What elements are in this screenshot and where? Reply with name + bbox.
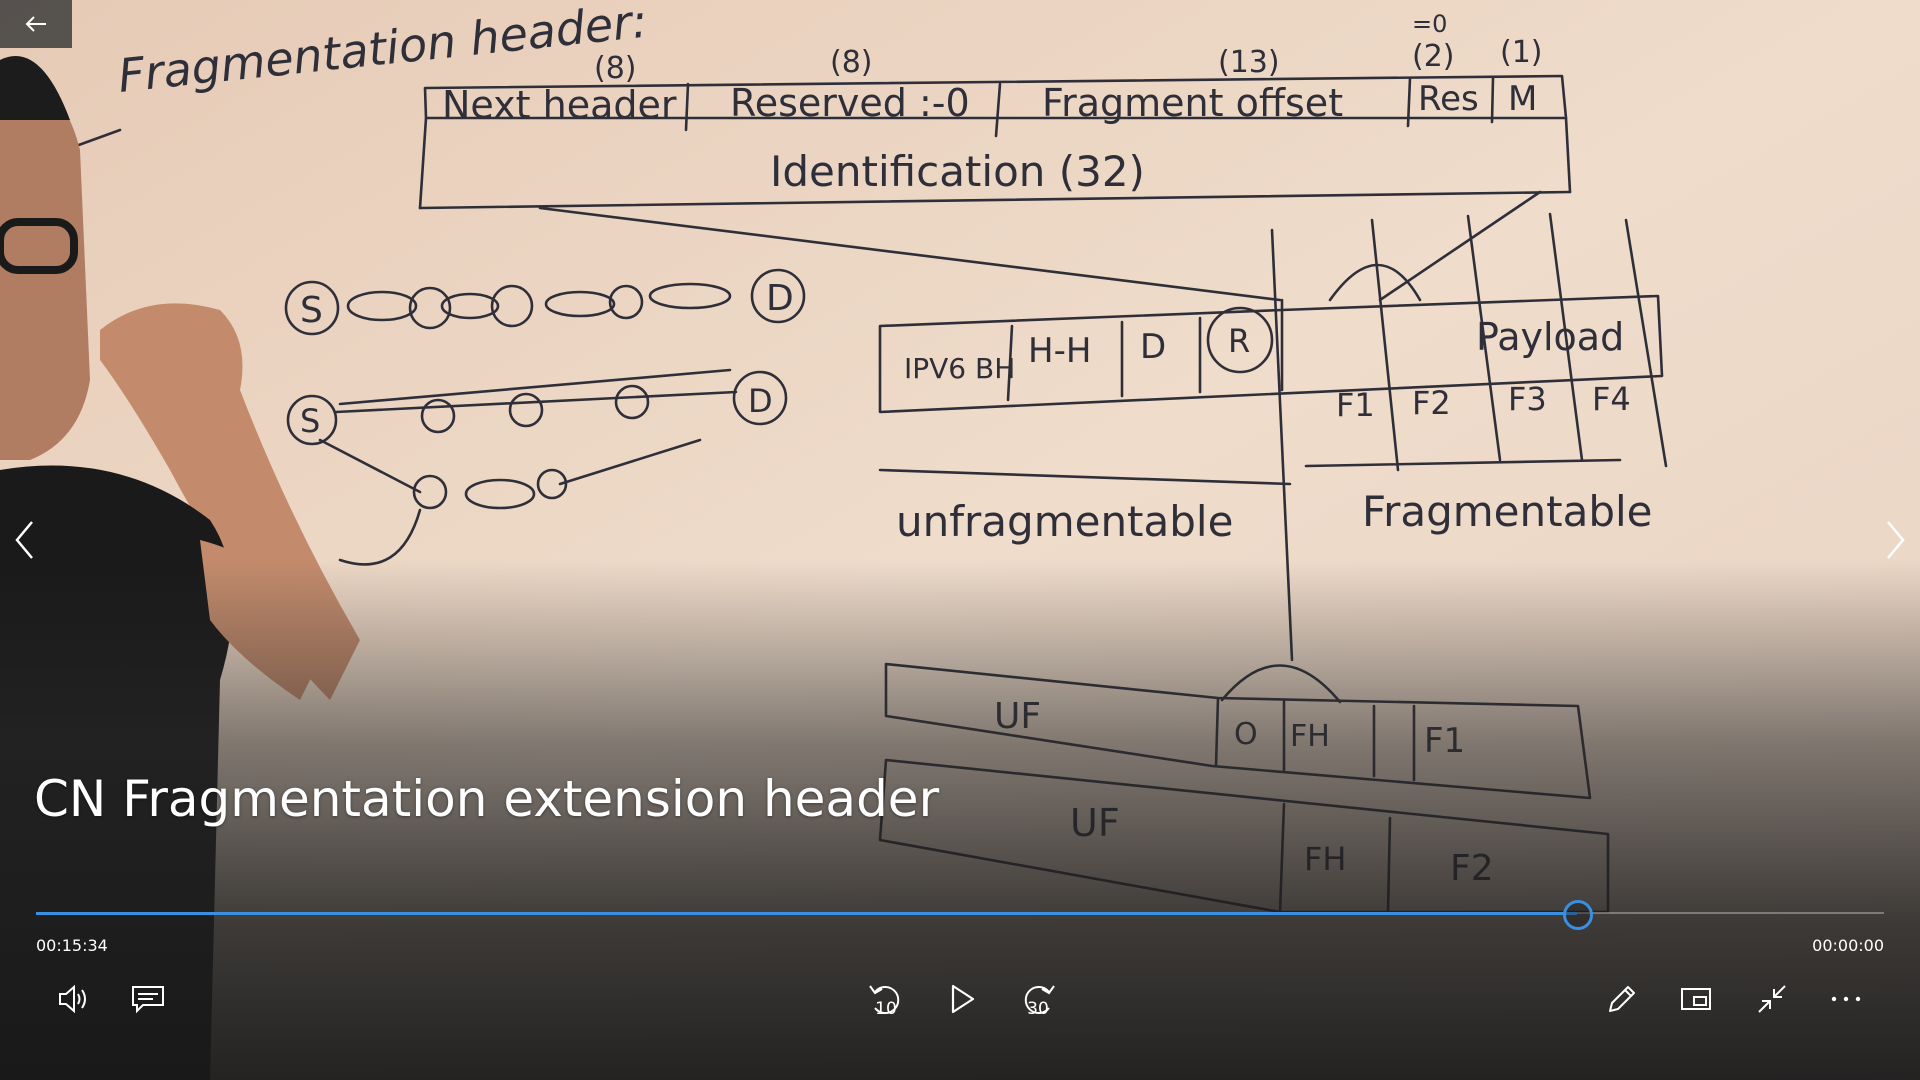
wb-cell-ipv6: IPV6 BH [904,352,1015,385]
seek-thumb[interactable] [1563,900,1594,930]
wb-bits-2: (13) [1218,45,1280,80]
wb-field-reserved: Reserved :-0 [730,81,970,125]
video-title: CN Fragmentation extension header [34,770,940,828]
play-icon [951,984,975,1014]
wb-node-s2: S [300,402,320,440]
wb-f1-bottom: F1 [1424,721,1465,761]
wb-uf-1: UF [994,696,1041,737]
wb-cell-d: D [1140,327,1166,367]
wb-fragmentable: Fragmentable [1362,487,1653,536]
draw-button[interactable] [1594,976,1650,1022]
mini-view-button[interactable] [1668,976,1724,1022]
miniview-icon [1681,988,1711,1010]
elapsed-time: 00:15:34 [36,936,108,955]
skip-back-button[interactable]: 10 [858,976,914,1022]
chevron-left-icon [15,521,33,559]
wb-field-next-header: Next header [442,83,677,127]
wb-zero: O [1234,717,1258,752]
play-button[interactable] [934,976,990,1022]
wb-node-s1: S [300,290,323,331]
seek-bar[interactable] [36,900,1884,930]
pen-icon [1609,986,1635,1012]
wb-res-zero: =0 [1412,10,1447,38]
skip-forward-button[interactable]: 30 [1010,976,1066,1022]
wb-node-d2: D [748,382,773,420]
skip-forward-label: 30 [1027,999,1049,1019]
wb-f2-bottom: F2 [1450,848,1494,889]
wb-bits-3: (2) [1412,39,1455,74]
volume-icon [59,984,86,1014]
wb-uf-2: UF [1070,801,1120,845]
previous-video-button[interactable] [4,510,44,570]
back-arrow-icon [25,16,46,32]
wb-payload: Payload [1476,315,1624,359]
wb-unfragmentable: unfragmentable [896,497,1233,546]
back-button[interactable] [0,0,72,48]
remaining-time: 00:00:00 [1812,936,1884,955]
wb-field-m: M [1508,79,1537,119]
chevron-right-icon [1887,521,1905,559]
wb-fh-2: FH [1304,840,1346,878]
more-options-button[interactable] [1818,976,1874,1022]
wb-bits-4: (1) [1500,35,1543,70]
wb-cell-r: R [1228,322,1250,360]
wb-frag-f2: F2 [1412,384,1451,422]
wb-frag-f4: F4 [1592,380,1631,418]
wb-node-d1: D [766,278,794,319]
wb-bits-0: (8) [594,51,637,86]
wb-bits-1: (8) [830,45,873,80]
volume-button[interactable] [46,976,102,1022]
exit-fullscreen-button[interactable] [1744,976,1800,1022]
more-icon [1831,996,1861,1002]
skip-back-label: 10 [875,999,897,1019]
next-video-button[interactable] [1876,510,1916,570]
wb-frag-f1: F1 [1336,386,1375,424]
exit-fullscreen-icon [1758,985,1786,1013]
wb-cell-hh: H-H [1028,331,1091,371]
skip-back-icon [869,985,900,1014]
wb-field-fragment-offset: Fragment offset [1042,81,1343,125]
captions-icon [132,986,164,1014]
captions-button[interactable] [120,976,176,1022]
wb-fh-1: FH [1290,719,1330,754]
wb-frag-f3: F3 [1508,380,1547,418]
wb-identification: Identification (32) [770,147,1145,196]
seek-progress [36,912,1578,915]
skip-forward-icon [1024,985,1055,1014]
wb-field-res: Res [1418,79,1479,119]
